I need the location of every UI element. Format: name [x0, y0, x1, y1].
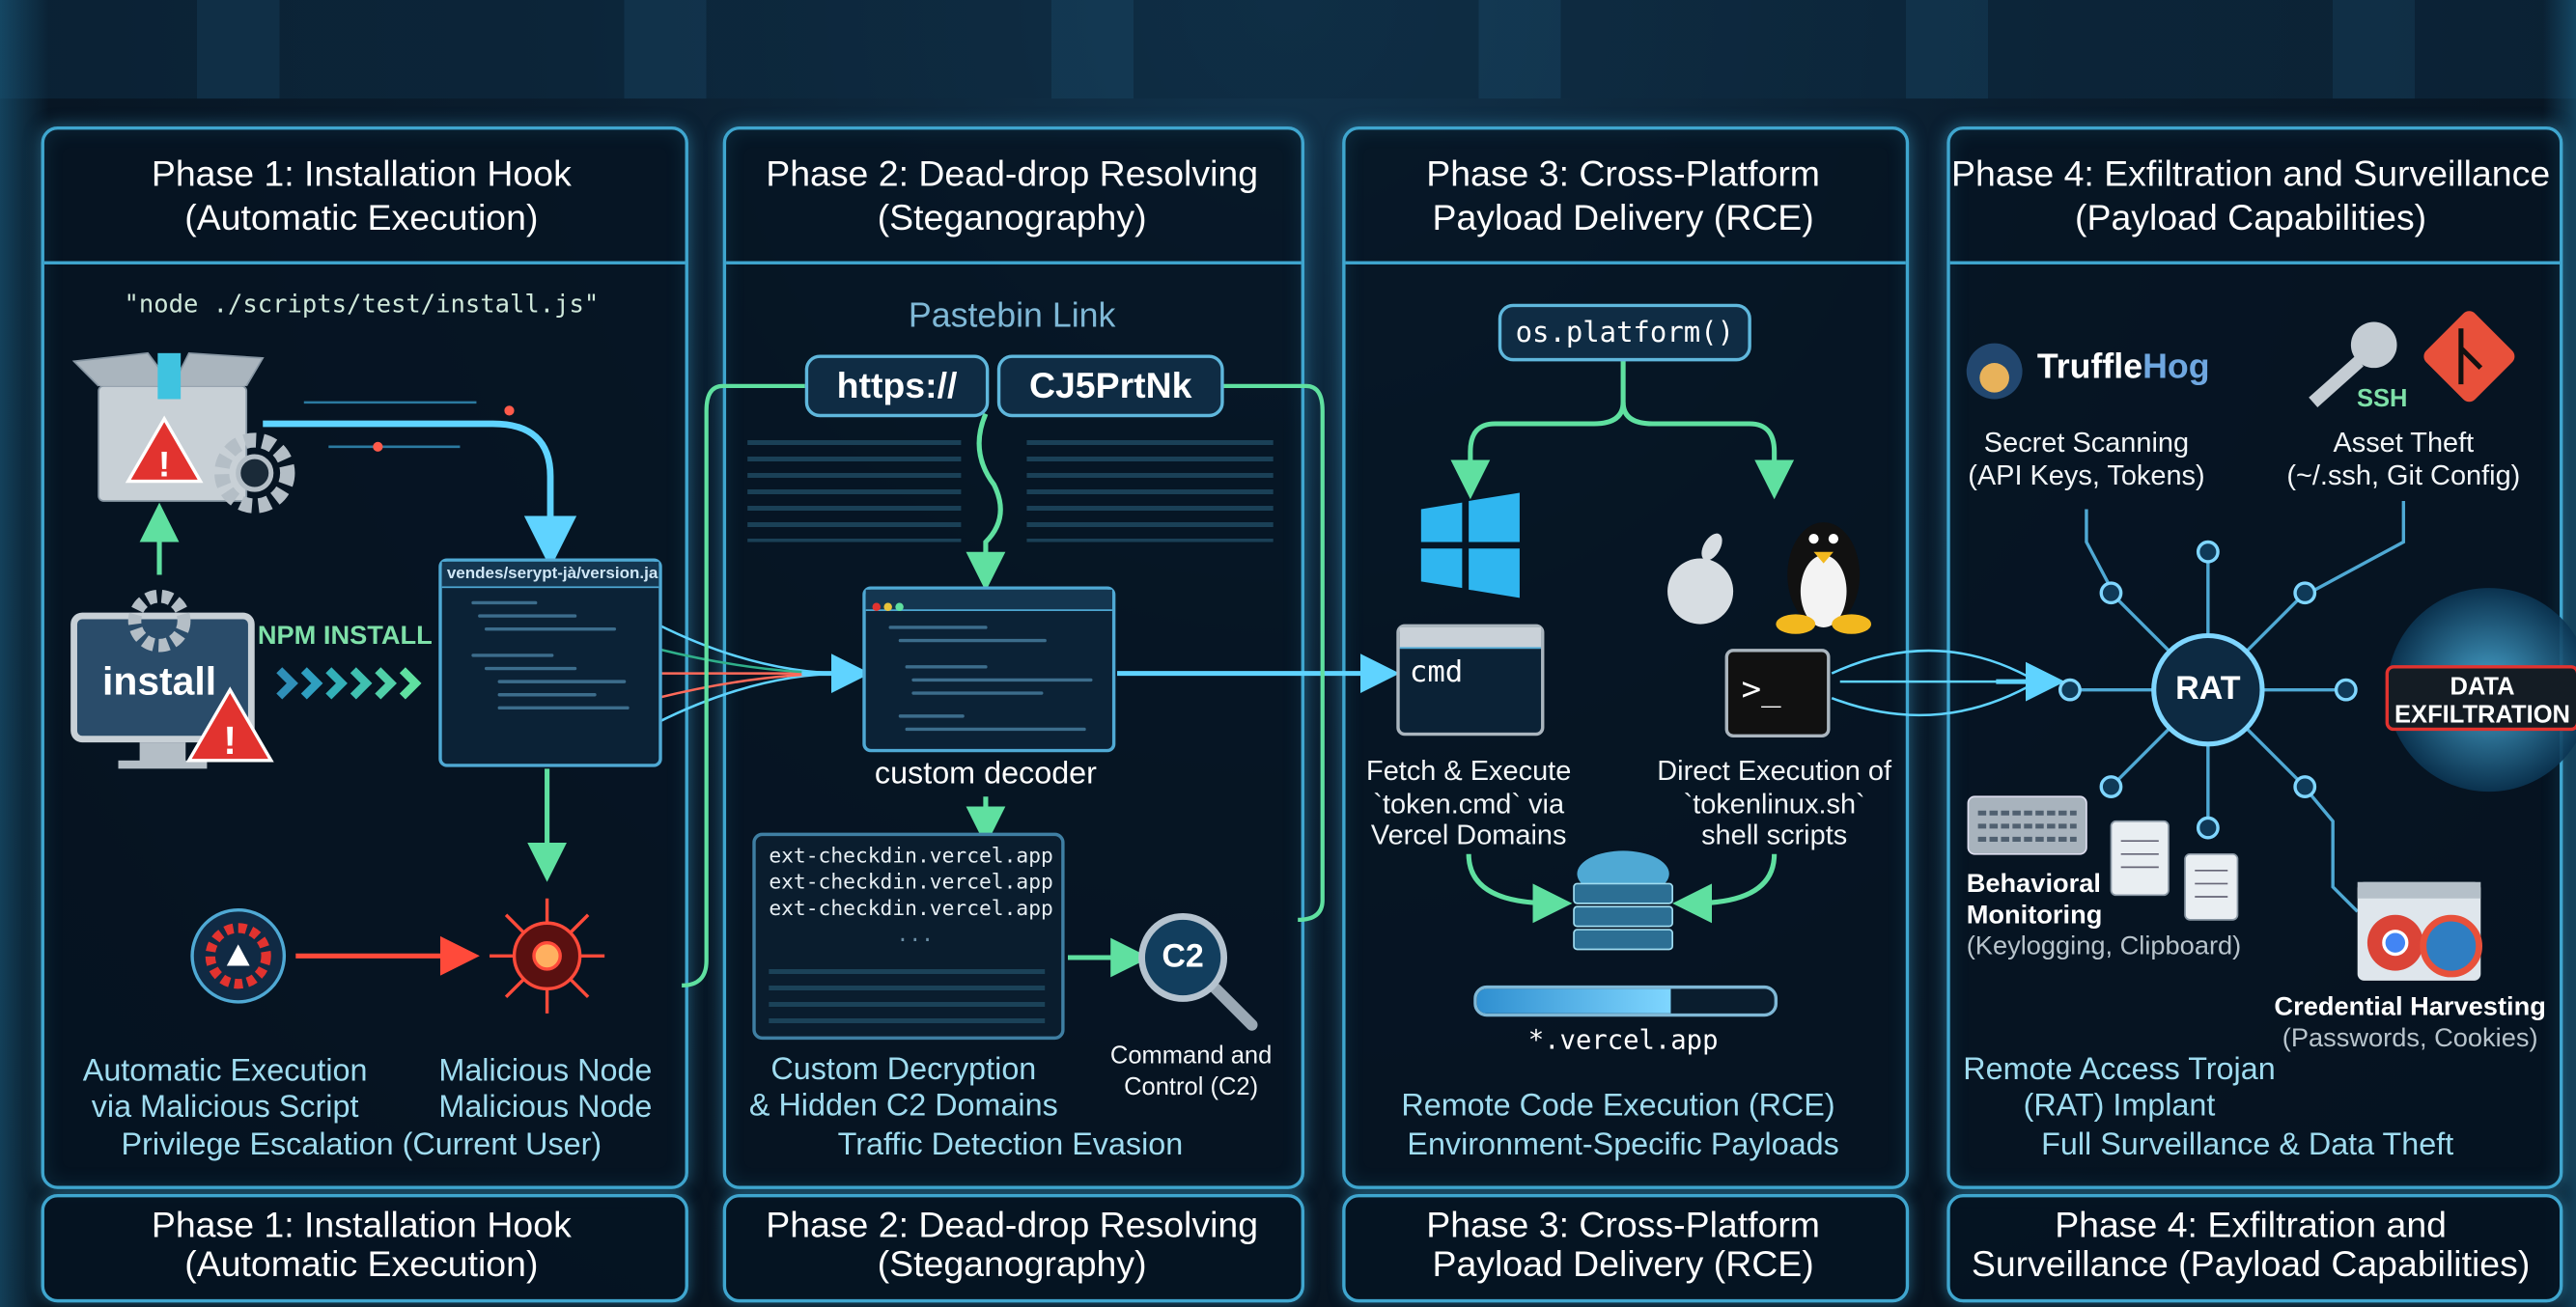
- code-file-name: vendes/serypt-jà/version.ja: [441, 561, 659, 589]
- caption: (Keylogging, Clipboard): [1966, 932, 2242, 961]
- os-platform-call: os.platform(): [1498, 303, 1751, 362]
- phase-3-footer: [1342, 1194, 1910, 1303]
- caption: Behavioral: [1966, 870, 2101, 899]
- domain-ellipsis: ...: [896, 921, 934, 947]
- caption: (API Keys, Tokens): [1968, 459, 2205, 491]
- download-progress-bar: [1473, 985, 1778, 1017]
- logo-text: Truffle: [2036, 348, 2143, 386]
- caption: Automatic Execution: [82, 1054, 368, 1090]
- caption: Asset Theft: [2333, 427, 2475, 459]
- caption: & Hidden C2 Domains: [748, 1089, 1058, 1124]
- terminal-window: >_: [1724, 649, 1831, 737]
- download-progress-fill: [1476, 988, 1670, 1014]
- phase-1-title: Phase 1: Installation Hook: [151, 153, 572, 194]
- phase-2-subtitle: (Steganography): [877, 197, 1147, 238]
- phase-summary: Remote Access Trojan: [1963, 1052, 2276, 1088]
- url-scheme-pill: https://: [804, 354, 990, 418]
- footer-title: Phase 4: Exfiltration and: [2055, 1204, 2447, 1245]
- pastebin-label: Pastebin Link: [908, 296, 1116, 336]
- phase-2-footer: [722, 1194, 1305, 1303]
- phase-4-subtitle: (Payload Capabilities): [2075, 197, 2427, 238]
- caption: `token.cmd` via: [1373, 788, 1565, 820]
- install-label: install: [102, 660, 217, 705]
- ssh-label: SSH: [2356, 385, 2408, 413]
- cmd-label: cmd: [1409, 654, 1464, 690]
- badge-line: DATA: [2450, 673, 2515, 702]
- caption: Direct Execution of: [1657, 755, 1892, 788]
- c2-domain-list: ext-checkdin.vercel.app ext-checkdin.ver…: [752, 832, 1065, 1041]
- phase-summary: (RAT) Implant: [2023, 1089, 2216, 1124]
- caption: Custom Decryption: [770, 1052, 1037, 1088]
- caption: Credential Harvesting: [2274, 993, 2546, 1022]
- background-strip: [0, 0, 2576, 99]
- caption: shell scripts: [1701, 820, 1848, 851]
- domain-item: ext-checkdin.vercel.app: [769, 895, 1053, 920]
- caption: Malicious Node: [438, 1090, 653, 1126]
- install-command: "node ./scripts/test/install.js": [124, 289, 600, 320]
- phase-4-title: Phase 4: Exfiltration and Surveillance: [1951, 153, 2551, 194]
- phase-4-footer: [1946, 1194, 2563, 1303]
- cmd-window: cmd: [1396, 624, 1545, 737]
- footer-subtitle: (Automatic Execution): [184, 1243, 539, 1285]
- domain-item: ext-checkdin.vercel.app: [769, 842, 1053, 868]
- terminal-prompt: >_: [1741, 668, 1781, 709]
- phase-1-subtitle: (Automatic Execution): [184, 197, 539, 238]
- npm-install-label: NPM INSTALL: [257, 622, 433, 651]
- phase-3-title: Phase 3: Cross-Platform: [1426, 153, 1820, 194]
- footer-title: Phase 1: Installation Hook: [151, 1204, 572, 1245]
- decoder-label: custom decoder: [874, 757, 1097, 793]
- badge-line: EXFILTRATION: [2394, 701, 2570, 730]
- phase-summary: Traffic Detection Evasion: [837, 1127, 1184, 1163]
- caption: Command and: [1109, 1042, 1273, 1071]
- behavior-caption: Behavioral Monitoring (Keylogging, Clipb…: [1967, 869, 2242, 962]
- data-exfiltration-badge: DATA EXFILTRATION: [2385, 665, 2576, 732]
- phase-summary: Environment-Specific Payloads: [1407, 1127, 1839, 1163]
- paste-id-pill: CJ5PrtNk: [996, 354, 1224, 418]
- trufflehog-logo: TruffleHog: [2037, 348, 2210, 388]
- caption: Vercel Domains: [1370, 820, 1567, 851]
- vercel-domain: *.vercel.app: [1527, 1023, 1719, 1056]
- footer-title: Phase 2: Dead-drop Resolving: [766, 1204, 1259, 1245]
- logo-text: Hog: [2142, 348, 2210, 386]
- rat-hub-label: RAT: [2175, 671, 2241, 708]
- c2-badge: C2: [1162, 938, 1204, 975]
- phase-3-subtitle: Payload Delivery (RCE): [1432, 197, 1814, 238]
- caption: Control (C2): [1124, 1072, 1259, 1101]
- phase-summary: Full Surveillance & Data Theft: [2041, 1127, 2454, 1163]
- footer-subtitle: Payload Delivery (RCE): [1432, 1243, 1814, 1285]
- caption: Malicious Node: [438, 1054, 653, 1090]
- caption: `tokenlinux.sh`: [1683, 788, 1865, 820]
- phase-2-title: Phase 2: Dead-drop Resolving: [766, 153, 1259, 194]
- caption: Secret Scanning: [1983, 427, 2190, 459]
- domain-item: ext-checkdin.vercel.app: [769, 869, 1053, 894]
- caption: Monitoring: [1966, 902, 2103, 931]
- footer-subtitle: (Steganography): [877, 1243, 1147, 1285]
- footer-subtitle: Surveillance (Payload Capabilities): [1971, 1243, 2531, 1285]
- caption: via Malicious Script: [91, 1090, 359, 1126]
- caption: (~/.ssh, Git Config): [2286, 459, 2521, 491]
- footer-title: Phase 3: Cross-Platform: [1426, 1204, 1820, 1245]
- encoded-data: [1026, 434, 1274, 542]
- decoder-window: [862, 586, 1116, 753]
- background-glow: [0, 0, 50, 1307]
- phase-summary: Remote Code Execution (RCE): [1401, 1089, 1835, 1124]
- phase-summary: Privilege Escalation (Current User): [121, 1127, 602, 1163]
- code-window: vendes/serypt-jà/version.ja: [438, 558, 662, 767]
- caption: (Passwords, Cookies): [2282, 1024, 2538, 1053]
- caption: Fetch & Execute: [1366, 755, 1572, 788]
- phase-1-footer: [41, 1194, 688, 1303]
- encoded-data: [747, 434, 962, 542]
